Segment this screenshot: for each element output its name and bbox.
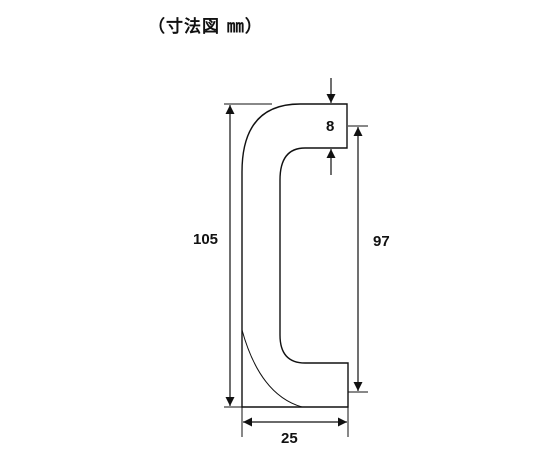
- handle-sweep-line: [241, 329, 303, 408]
- dimension-label-97: 97: [373, 233, 390, 250]
- handle-outline: [241, 103, 349, 408]
- dimension-label-8: 8: [326, 118, 334, 135]
- dimension-label-105: 105: [193, 231, 218, 248]
- dimension-label-25: 25: [281, 430, 298, 447]
- page-title: （寸法図 ㎜）: [148, 17, 263, 37]
